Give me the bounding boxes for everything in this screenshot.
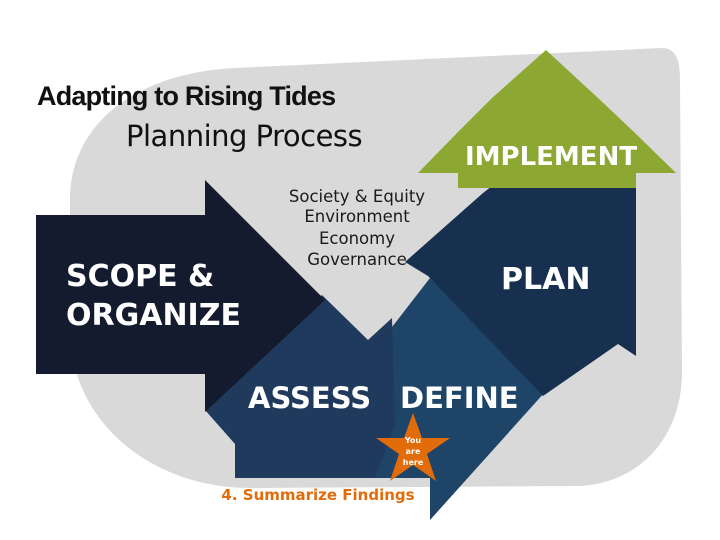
stage-scope-label-line1: SCOPE & bbox=[66, 259, 214, 294]
assess-arrow bbox=[205, 295, 395, 478]
pillar-economy: Economy bbox=[319, 229, 395, 248]
marker-text-line1: You bbox=[404, 436, 422, 445]
pillar-environment: Environment bbox=[304, 207, 410, 226]
you-are-here-star-icon bbox=[376, 413, 450, 481]
stage-define-label: DEFINE bbox=[400, 381, 519, 415]
stage-scope-label-line2: ORGANIZE bbox=[66, 298, 241, 333]
pillar-society-equity: Society & Equity bbox=[289, 187, 425, 206]
stage-plan-label: PLAN bbox=[501, 262, 590, 297]
title-line-2: Planning Process bbox=[126, 119, 362, 153]
marker-text-line2: are bbox=[406, 447, 421, 456]
scope-organize-arrow bbox=[36, 180, 325, 412]
plan-arrow bbox=[405, 155, 636, 396]
stage-assess-label: ASSESS bbox=[248, 381, 371, 415]
implement-arrow bbox=[418, 50, 676, 188]
stage-implement-label: IMPLEMENT bbox=[465, 142, 637, 172]
title-line-1: Adapting to Rising Tides bbox=[37, 81, 335, 111]
marker-text-line3: here bbox=[403, 458, 424, 467]
current-step-label: 4. Summarize Findings bbox=[221, 486, 414, 504]
pillar-governance: Governance bbox=[307, 250, 407, 269]
